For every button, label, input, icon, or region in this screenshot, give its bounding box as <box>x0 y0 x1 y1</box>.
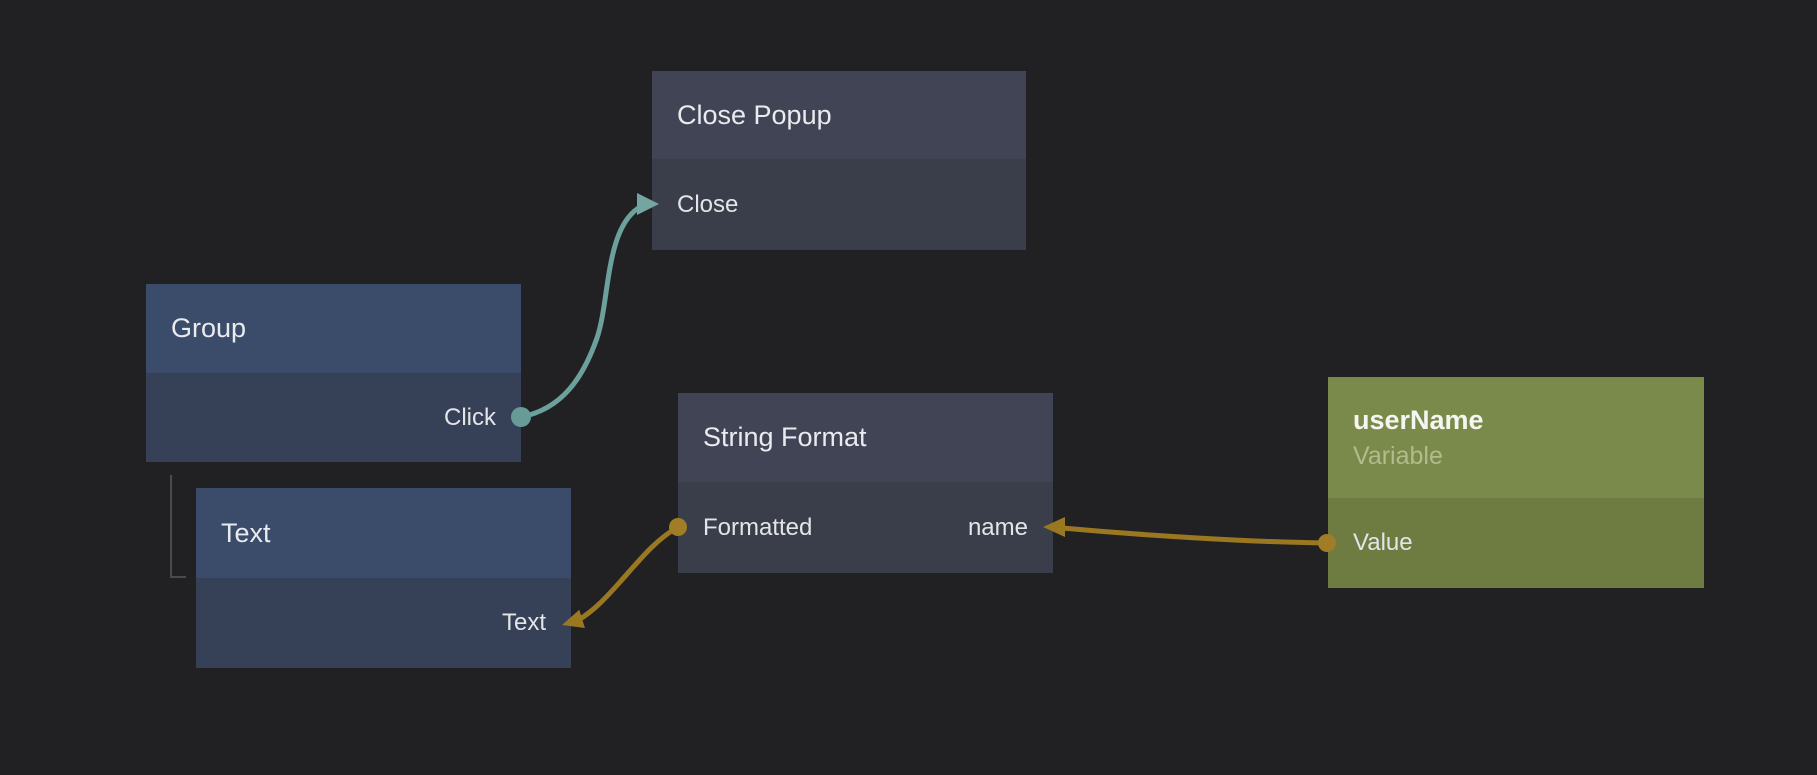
wire-value-to-name[interactable] <box>1061 525 1328 546</box>
arrowhead-text-input[interactable] <box>562 609 585 628</box>
wire-click-to-close[interactable] <box>520 204 642 420</box>
arrowhead-close-input[interactable] <box>637 193 659 215</box>
port-value-output[interactable]: Value <box>1353 529 1413 556</box>
node-title: Close Popup <box>677 99 832 130</box>
port-click-output[interactable]: Click <box>444 403 496 431</box>
node-string-format-body: Formatted name <box>678 482 1053 573</box>
node-title: userName <box>1353 404 1484 435</box>
node-text[interactable]: Text Text <box>196 488 571 668</box>
node-close-popup-header: Close Popup <box>652 71 1026 159</box>
node-close-popup[interactable]: Close Popup Close <box>652 71 1026 250</box>
port-dot-formatted-output[interactable] <box>669 518 687 536</box>
port-close-input[interactable]: Close <box>677 190 739 218</box>
node-string-format-header: String Format <box>678 393 1053 482</box>
arrowhead-name-input[interactable] <box>1043 517 1065 537</box>
node-text-body: Text <box>196 578 571 668</box>
node-title: Text <box>221 517 271 548</box>
node-text-header: Text <box>196 488 571 578</box>
node-title: Group <box>171 313 247 343</box>
port-formatted-output[interactable]: Formatted <box>703 513 813 541</box>
node-string-format[interactable]: String Format Formatted name <box>678 393 1053 573</box>
hierarchy-guide-group-to-text <box>170 475 186 578</box>
wire-formatted-to-text[interactable] <box>578 524 680 622</box>
node-username-body: Value <box>1328 498 1704 588</box>
node-group[interactable]: Group Click <box>146 284 521 462</box>
port-dot-click-output[interactable] <box>511 407 531 427</box>
node-title: String Format <box>703 422 867 452</box>
port-name-input[interactable]: name <box>967 513 1028 541</box>
node-username-header: userName Variable <box>1328 377 1704 498</box>
node-close-popup-body: Close <box>652 159 1026 250</box>
node-username-variable[interactable]: userName Variable Value <box>1328 377 1704 588</box>
node-group-body: Click <box>146 373 521 462</box>
node-group-header: Group <box>146 284 521 373</box>
node-subtitle: Variable <box>1353 441 1443 470</box>
port-text-input[interactable]: Text <box>501 609 546 636</box>
port-dot-value-output[interactable] <box>1318 534 1336 552</box>
